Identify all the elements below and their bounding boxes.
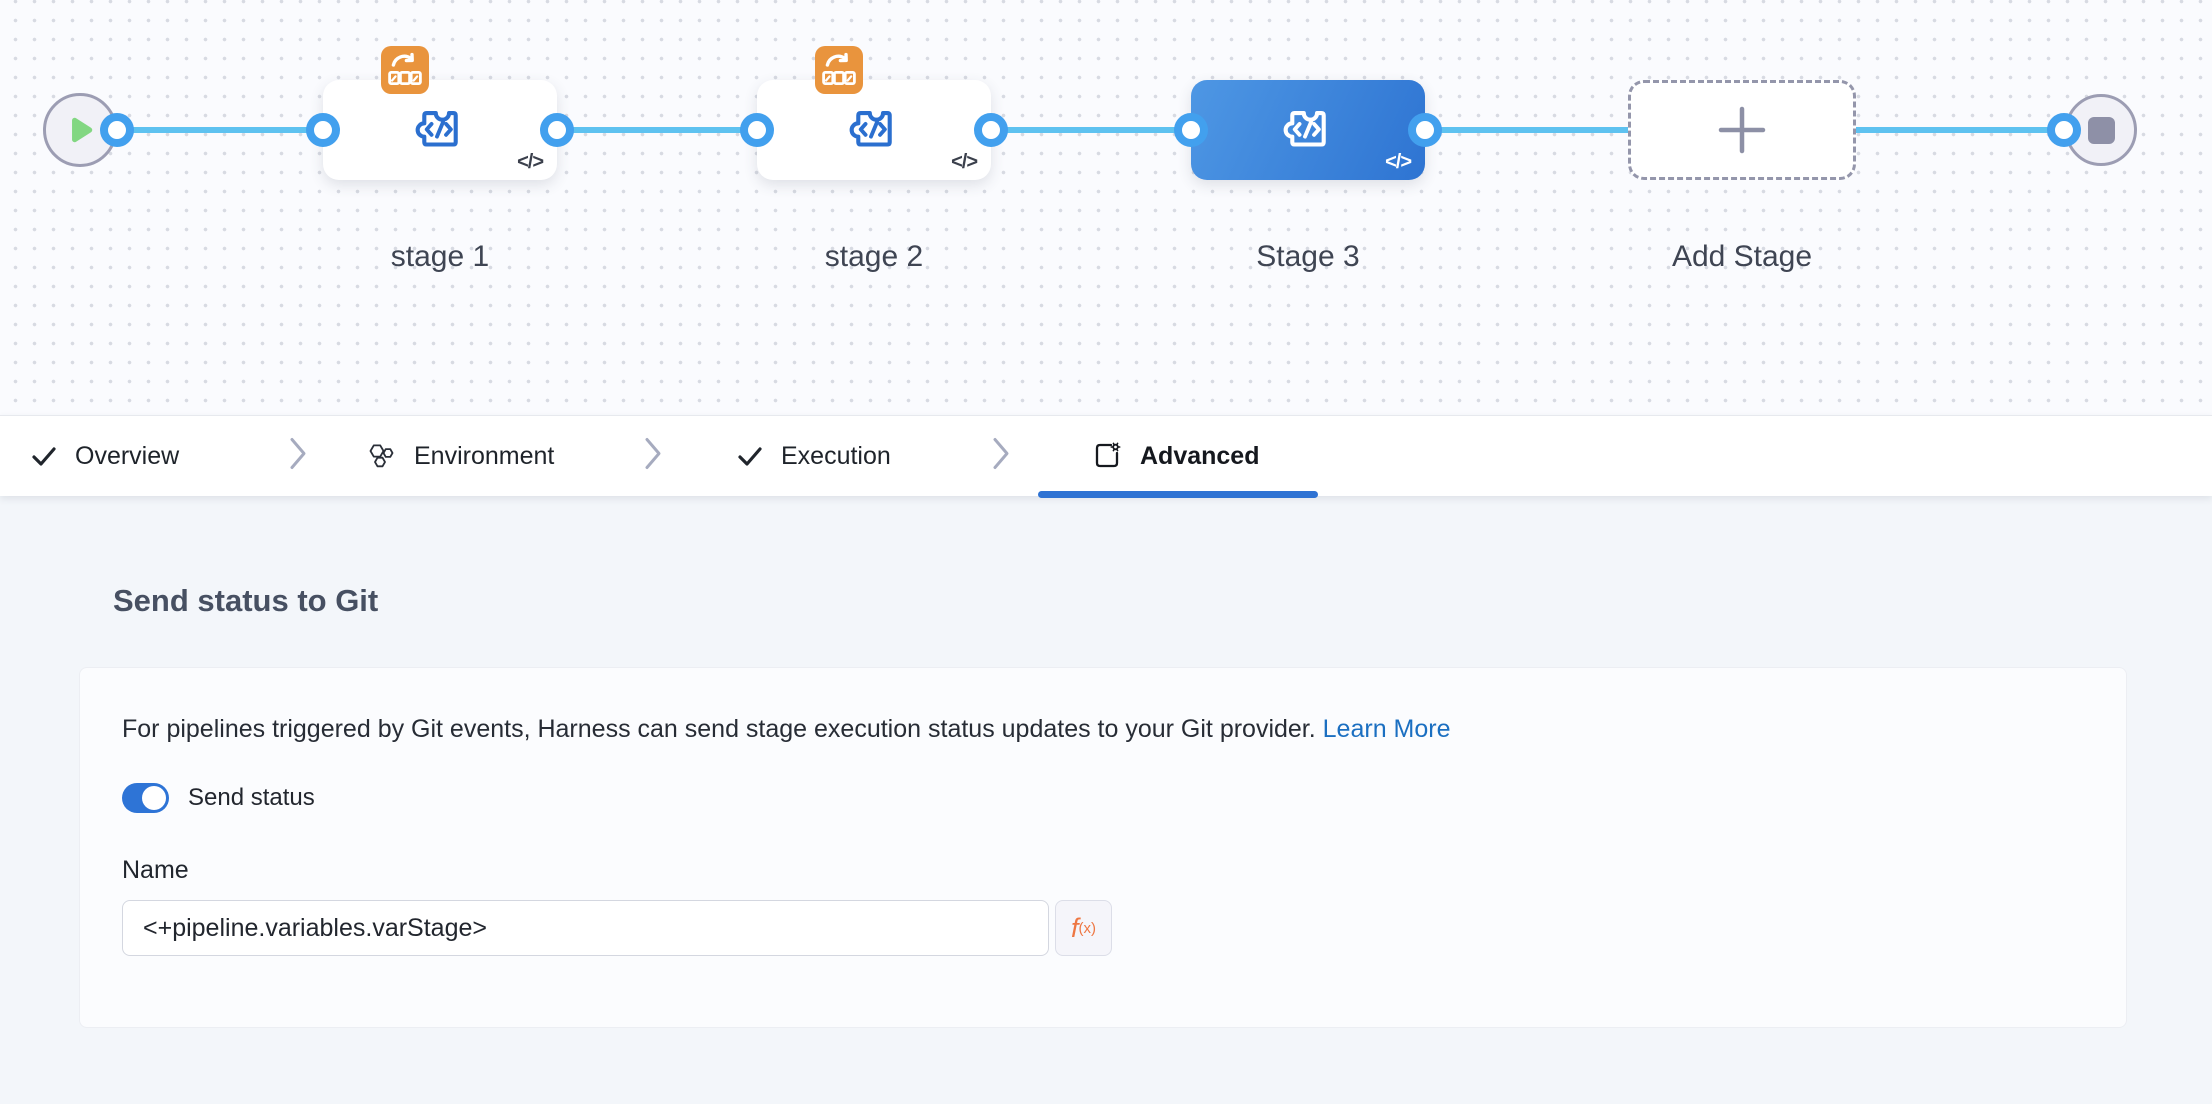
tab-execution[interactable]: Execution <box>737 416 891 496</box>
description-text: For pipelines triggered by Git events, H… <box>122 712 2084 746</box>
stage-node-2[interactable]: </> stage 2 <box>757 46 991 273</box>
active-tab-underline <box>1038 491 1318 498</box>
stage-label: stage 1 <box>390 240 490 273</box>
stage-node-3-selected[interactable]: </> Stage 3 <box>1191 80 1425 273</box>
tab-overview[interactable]: Overview <box>31 416 179 496</box>
custom-stage-icon <box>1283 111 1326 147</box>
pipeline-edge <box>991 127 1191 133</box>
code-glyph: </> <box>517 151 544 173</box>
tab-label: Overview <box>75 441 180 470</box>
fx-sub: (x) <box>1078 919 1097 937</box>
section-title: Send status to Git <box>113 583 379 618</box>
connector-port[interactable] <box>974 113 1008 147</box>
learn-more-link[interactable]: Learn More <box>1322 715 1451 743</box>
fx-f: f <box>1070 912 1079 943</box>
tab-advanced[interactable]: Advanced <box>1092 416 1259 496</box>
play-icon <box>72 117 93 143</box>
pipeline-edge <box>1856 127 2064 133</box>
add-stage-label: Add Stage <box>1671 240 1813 273</box>
connector-port[interactable] <box>1174 113 1208 147</box>
tab-label: Environment <box>414 441 555 470</box>
stage-label: Stage 3 <box>1256 240 1360 273</box>
description-body: For pipelines triggered by Git events, H… <box>122 715 1316 743</box>
toggle-knob <box>142 786 166 810</box>
tab-label: Advanced <box>1140 441 1260 470</box>
stage-config-tabbar: Overview Environment Execution <box>0 415 2212 498</box>
template-badge-icon <box>381 46 429 94</box>
chevron-right-icon <box>643 434 665 479</box>
custom-stage-icon <box>415 111 458 147</box>
name-input[interactable] <box>122 900 1049 956</box>
tab-label: Execution <box>781 441 891 470</box>
send-status-card: For pipelines triggered by Git events, H… <box>79 667 2127 1028</box>
send-status-toggle[interactable] <box>122 783 169 813</box>
advanced-tab-content: Send status to Git For pipelines trigger… <box>0 495 2212 1104</box>
stage-label: stage 2 <box>824 240 924 273</box>
stop-icon <box>2087 116 2115 144</box>
pipeline-edge <box>117 127 323 133</box>
expression-fx-button[interactable]: f(x) <box>1055 900 1112 956</box>
connector-port[interactable] <box>306 113 340 147</box>
code-glyph: </> <box>951 151 978 173</box>
stage-node-1[interactable]: </> stage 1 <box>323 46 557 273</box>
name-field-label: Name <box>122 856 189 884</box>
connector-port[interactable] <box>100 113 134 147</box>
connector-port[interactable] <box>2047 113 2081 147</box>
toggle-label: Send status <box>188 784 315 811</box>
check-icon <box>32 447 56 466</box>
connector-port[interactable] <box>1408 113 1442 147</box>
chevron-right-icon <box>288 434 310 479</box>
tab-environment[interactable]: Environment <box>366 416 554 496</box>
plus-icon <box>1718 106 1766 154</box>
environment-icon <box>369 444 394 468</box>
pipeline-canvas[interactable]: </> stage 1 </> stage 2 <box>0 0 2212 415</box>
pipeline-edge <box>557 127 757 133</box>
advanced-gear-icon <box>1095 442 1121 468</box>
add-stage-node[interactable]: Add Stage <box>1628 80 1856 273</box>
code-glyph: </> <box>1385 151 1412 173</box>
template-badge-icon <box>815 46 863 94</box>
connector-port[interactable] <box>740 113 774 147</box>
connector-port[interactable] <box>540 113 574 147</box>
custom-stage-icon <box>849 111 892 147</box>
check-icon <box>738 447 762 466</box>
pipeline-edge <box>1425 127 1628 133</box>
chevron-right-icon <box>991 434 1013 479</box>
